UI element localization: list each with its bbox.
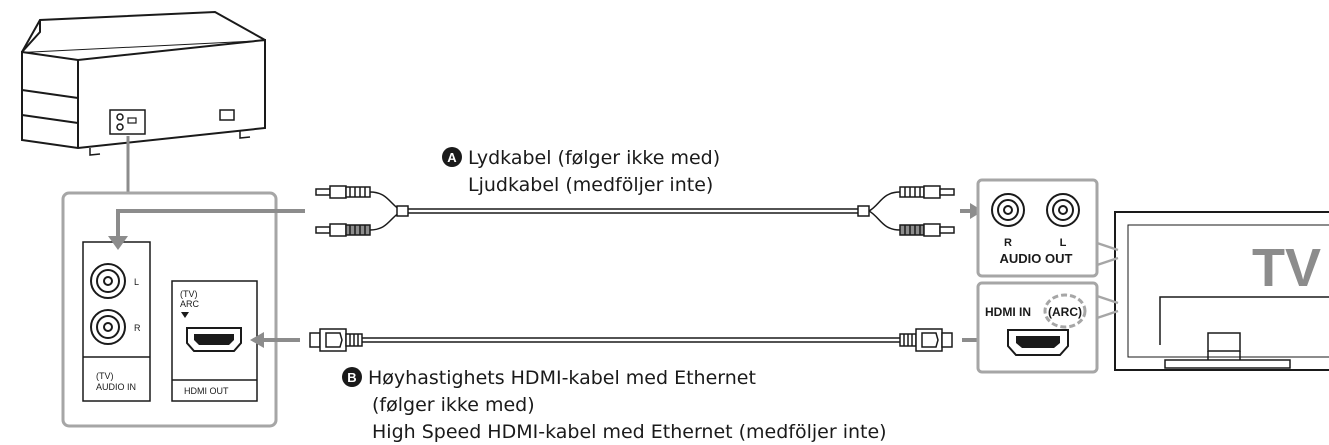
tv-illustration: TV xyxy=(1114,211,1329,371)
jack-label-r: R xyxy=(134,323,141,333)
tv-rca-jack-r-icon xyxy=(991,193,1025,227)
tv-jack-label-l: L xyxy=(1060,237,1067,249)
rca-jack-l-icon xyxy=(90,263,126,299)
tv-arc-label-1: (TV) xyxy=(180,289,198,299)
arc-highlight-icon xyxy=(1043,293,1087,329)
rca-plug-right-bottom-icon xyxy=(899,223,955,237)
audio-in-label-2: AUDIO IN xyxy=(96,382,136,392)
cable-b-label: B Høyhastighets HDMI-kabel med Ethernet … xyxy=(342,367,887,443)
cable-a-line2: Ljudkabel (medföljer inte) xyxy=(468,174,713,196)
rca-plug-right-top-icon xyxy=(899,185,955,199)
arc-down-arrow-icon xyxy=(181,312,189,318)
tv-audio-out-label: AUDIO OUT xyxy=(1000,251,1073,266)
cable-a-label: A Lydkabel (følger ikke med) Ljudkabel (… xyxy=(442,147,720,196)
cable-b-line1: Høyhastighets HDMI-kabel med Ethernet xyxy=(368,367,756,389)
tv-arc-label-2: ARC xyxy=(180,299,200,309)
rca-plug-left-top-icon xyxy=(315,185,371,199)
tv-arc-label: (ARC) xyxy=(1048,305,1082,319)
tv-jack-label-r: R xyxy=(1004,237,1012,249)
audio-in-label-1: (TV) xyxy=(96,371,114,381)
hdmi-out-port-icon xyxy=(186,327,242,352)
hdmi-cable-b xyxy=(250,328,1002,352)
rca-plug-left-bottom-icon xyxy=(315,223,371,237)
cable-a-line1: Lydkabel (følger ikke med) xyxy=(468,147,720,169)
tv-rca-jack-l-icon xyxy=(1046,193,1080,227)
tv-label: TV xyxy=(1252,238,1321,298)
device-panel-frame xyxy=(61,191,278,428)
badge-a-icon xyxy=(442,147,462,167)
cable-b-line3: High Speed HDMI-kabel med Ethernet (medf… xyxy=(372,421,887,443)
tv-hdmi-in-panel: HDMI IN (ARC) xyxy=(976,281,1119,374)
main-unit-illustration xyxy=(21,10,266,156)
tv-audio-out-panel: R L AUDIO OUT xyxy=(976,178,1119,278)
hdmi-plug-left-icon xyxy=(309,328,363,352)
tv-hdmi-in-label: HDMI IN xyxy=(985,305,1031,319)
hdmi-plug-right-icon xyxy=(899,328,953,352)
audio-in-section: L R (TV) AUDIO IN xyxy=(82,241,151,402)
tv-hdmi-in-port-icon xyxy=(1007,329,1069,356)
badge-b-letter: B xyxy=(347,370,356,385)
hdmi-out-section: (TV) ARC HDMI OUT xyxy=(171,280,258,402)
cable-b-line2: (følger ikke med) xyxy=(372,394,535,416)
badge-b-icon xyxy=(342,367,362,387)
badge-a-letter: A xyxy=(447,150,457,165)
jack-label-l: L xyxy=(134,277,139,287)
rca-jack-r-icon xyxy=(90,309,126,345)
hdmi-out-label: HDMI OUT xyxy=(184,386,229,396)
